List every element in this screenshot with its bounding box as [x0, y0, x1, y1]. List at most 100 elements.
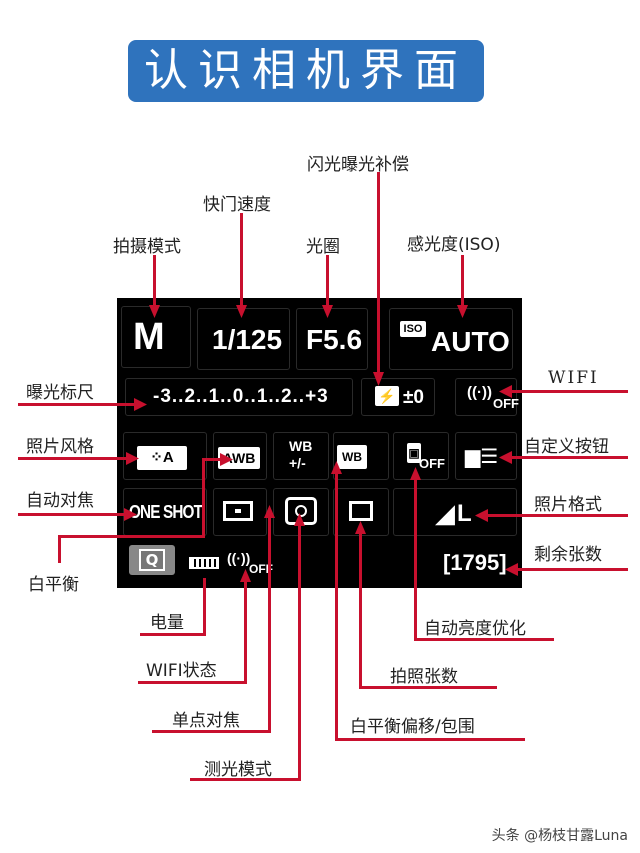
- cell-iso: [389, 308, 513, 370]
- label-wifi-status: WIFI状态: [146, 661, 217, 681]
- label-shooting-mode: 拍摄模式: [113, 237, 181, 257]
- label-white-balance: 白平衡: [28, 575, 79, 595]
- line-metering-v: [298, 520, 301, 780]
- label-custom-button: 自定义按钮: [524, 437, 609, 457]
- af-mode-value: ONE SHOT: [129, 502, 203, 522]
- arrow-shutter: [236, 305, 247, 318]
- arrow-afpoint: [264, 505, 275, 518]
- line-drive-v: [359, 528, 362, 688]
- line-wb-v1: [58, 535, 61, 563]
- line-afpoint-v: [268, 512, 271, 732]
- line-iso: [461, 255, 464, 313]
- arrow-af: [124, 508, 137, 521]
- awb-value: AWB: [218, 447, 260, 469]
- line-wifistat-h: [138, 681, 247, 684]
- quality-icon: ◢: [435, 498, 455, 528]
- arrow-aperture: [322, 305, 333, 318]
- line-wifi: [508, 390, 628, 393]
- line-wbshift-h: [335, 738, 525, 741]
- line-af: [18, 513, 128, 516]
- label-iso: 感光度(ISO): [407, 235, 501, 255]
- label-drive: 拍照张数: [390, 667, 458, 687]
- label-picture-style: 照片风格: [26, 437, 94, 457]
- arrow-wbshift: [331, 461, 342, 474]
- cell-picture-style: [123, 432, 207, 480]
- arrow-custom: [499, 451, 512, 464]
- shooting-mode-value: M: [133, 316, 165, 358]
- label-exposure-scale: 曝光标尺: [26, 383, 94, 403]
- iso-badge: ISO: [400, 321, 426, 337]
- battery-icon: [189, 557, 219, 569]
- flash-comp-value: ±0: [403, 387, 424, 408]
- label-metering: 测光模式: [204, 760, 272, 780]
- label-image-format: 照片格式: [534, 495, 602, 515]
- arrow-metering: [294, 513, 305, 526]
- quality-value: L: [457, 500, 472, 527]
- line-format: [484, 514, 628, 517]
- flash-icon: ⚡: [375, 386, 399, 406]
- line-wb-v2: [202, 458, 205, 538]
- line-wifistat-v: [244, 578, 247, 683]
- line-wb-h2: [202, 458, 224, 461]
- arrow-format: [475, 509, 488, 522]
- arrow-wb: [220, 453, 233, 466]
- wifi-status-icon: ((·)): [227, 550, 251, 566]
- cell-aperture: [296, 308, 368, 370]
- cell-wifi: [455, 378, 517, 416]
- label-shots-remaining: 剩余张数: [534, 545, 602, 565]
- line-wb-h: [58, 535, 204, 538]
- label-alo: 自动亮度优化: [424, 619, 526, 639]
- arrow-style: [126, 452, 139, 465]
- cell-awb: [213, 432, 267, 480]
- label-af-point: 单点对焦: [172, 711, 240, 731]
- alo-off-text: OFF: [419, 456, 445, 471]
- cell-drive: [213, 488, 267, 536]
- cell-exposure-scale: [125, 378, 353, 416]
- exposure-scale-value: -3..2..1..0..1..2..+3: [153, 386, 329, 407]
- label-battery: 电量: [150, 613, 184, 633]
- line-alo-h: [414, 638, 554, 641]
- label-aperture: 光圈: [306, 237, 340, 257]
- arrow-wifistat: [240, 569, 251, 582]
- line-flash: [377, 172, 380, 380]
- af-point-icon: [223, 501, 253, 521]
- shots-remaining-value: [1795]: [443, 550, 507, 575]
- arrow-mode: [149, 305, 160, 318]
- label-flash-compensation: 闪光曝光补偿: [307, 155, 409, 175]
- line-drive-h: [359, 686, 497, 689]
- arrow-alo: [410, 467, 421, 480]
- line-custom: [508, 456, 628, 459]
- line-remaining: [514, 568, 628, 571]
- line-style: [18, 457, 130, 460]
- wb-bracket-icon: WB: [337, 445, 367, 469]
- line-shutter: [240, 213, 243, 313]
- wifi-icon: ((·)): [467, 384, 492, 401]
- line-metering-h: [190, 778, 301, 781]
- wifi-off-text: OFF: [493, 396, 519, 411]
- drive-icon: [349, 501, 373, 521]
- camera-screen: M 1/125 F5.6 ISO AUTO -3..2..1..0..1..2.…: [117, 298, 522, 588]
- wb-shift-bottom: +/-: [289, 455, 306, 471]
- arrow-flash: [373, 372, 384, 386]
- page-title: 认识相机界面: [128, 40, 484, 102]
- line-wbshift-v: [335, 468, 338, 740]
- wb-shift-top: WB: [289, 438, 313, 454]
- label-af: 自动对焦: [26, 491, 94, 511]
- label-wifi: WIFI: [548, 368, 599, 388]
- wifi-status-off: OFF: [249, 562, 273, 576]
- iso-value: AUTO: [431, 326, 510, 357]
- line-afpoint-h: [152, 730, 271, 733]
- arrow-exposure: [134, 398, 147, 411]
- arrow-drive: [355, 521, 366, 534]
- picture-style-icon: ⁘A: [137, 446, 187, 470]
- arrow-iso: [457, 305, 468, 318]
- line-battery-v: [203, 578, 206, 636]
- cell-wb-bracket: [333, 432, 389, 480]
- q-button-label: Q: [139, 549, 165, 571]
- cell-flash-comp: [361, 378, 435, 416]
- line-battery-h: [140, 633, 206, 636]
- cell-quality: [393, 488, 517, 536]
- custom-button-icon: ▆☰: [465, 446, 499, 468]
- footer-watermark: 头条 @杨枝甘露Luna: [491, 828, 628, 844]
